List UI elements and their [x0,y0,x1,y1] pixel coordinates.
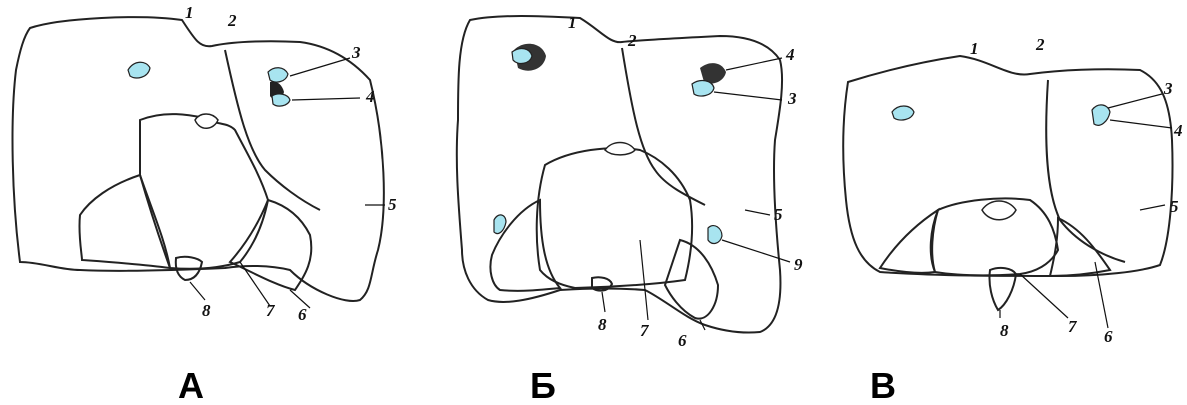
blue-region-left [880,210,938,273]
label-8: 8 [598,315,607,334]
label-2: 2 [227,11,237,30]
suture-line [622,48,705,205]
label-7: 7 [266,301,276,320]
label-1: 1 [185,3,194,22]
label-6: 6 [1104,327,1113,346]
bone-shape [457,16,782,333]
white-notch [195,114,218,128]
blue-region-right [1050,218,1110,276]
caption-a: А [178,365,204,405]
label-9: 9 [794,255,803,274]
label-5: 5 [774,205,783,224]
label-3: 3 [1163,79,1173,98]
orange-region [140,114,268,269]
label-6: 6 [298,305,307,324]
label-7: 7 [1068,317,1078,336]
caption-c: В [870,365,896,405]
blue-region-right [230,200,311,290]
foramen-right-bottom [272,94,290,106]
label-5: 5 [388,195,397,214]
panel-c: 1 2 3 4 5 6 7 8 В [843,35,1182,405]
slit-right [708,226,722,244]
panel-a: 1 2 3 4 5 6 7 8 А [13,3,397,405]
label-6: 6 [678,331,687,350]
panel-b: 1 2 3 4 5 6 7 8 9 Б [457,13,803,405]
blue-region-left [490,200,560,291]
label-8: 8 [1000,321,1009,340]
label-4: 4 [785,45,795,64]
foramen-left [892,106,914,120]
foramen-left [128,62,150,78]
label-2: 2 [627,31,637,50]
white-notch [982,201,1016,220]
bone-shape [843,56,1172,276]
orange-region [537,148,692,288]
label-2: 2 [1035,35,1045,54]
label-8: 8 [202,301,211,320]
foramen-right-top [268,68,288,82]
label-3: 3 [787,89,797,108]
foramen-right [1092,105,1110,125]
caption-b: Б [530,365,556,405]
label-4: 4 [365,87,375,106]
label-5: 5 [1170,197,1179,216]
label-1: 1 [970,39,979,58]
foramen-right [692,81,714,96]
label-1: 1 [568,13,577,32]
label-3: 3 [351,43,361,62]
label-7: 7 [640,321,650,340]
white-notch [605,143,635,155]
blue-region-left [79,175,170,268]
label-4: 4 [1173,121,1183,140]
foramen-left [512,49,532,64]
